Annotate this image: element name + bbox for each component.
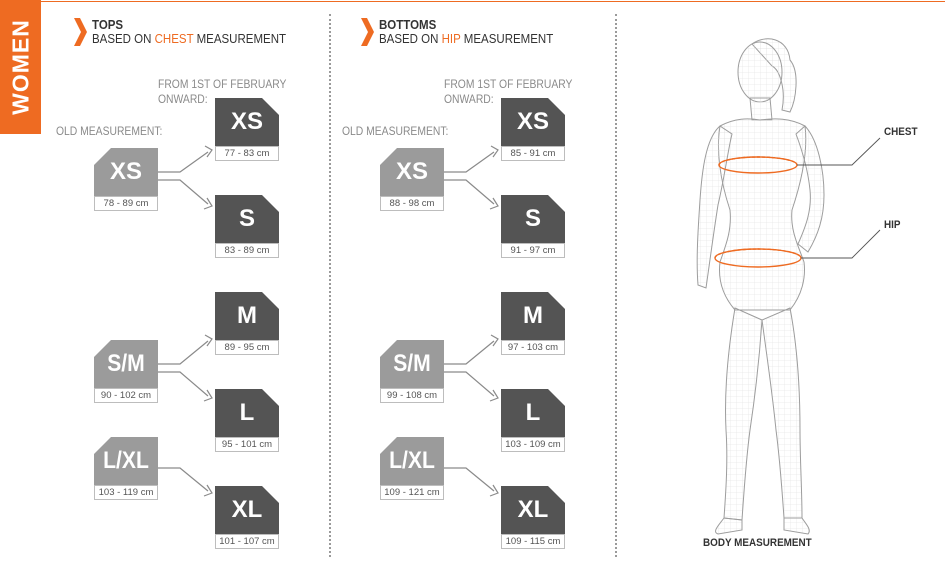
bottoms-title: BOTTOMS: [379, 18, 437, 32]
connector-tops-lxl-to-xl: [158, 467, 209, 492]
size-code: S/M: [107, 350, 145, 377]
size-code: L: [239, 399, 255, 426]
size-range: 109 - 121 cm: [380, 485, 444, 500]
size-code: L/XL: [103, 447, 149, 474]
top-rule: [41, 1, 945, 2]
connector-tops-sm-to-l: [158, 371, 209, 397]
tops-chevron-icon: [74, 18, 87, 46]
arrowhead: [489, 484, 499, 497]
size-code: XS: [230, 108, 263, 135]
tops-new-label-line1: FROM 1ST OF FEBRUARY: [158, 79, 287, 91]
tops-subtitle-suffix: MEASUREMENT: [193, 32, 287, 46]
size-code: XL: [517, 496, 549, 523]
size-range: 97 - 103 cm: [501, 340, 565, 355]
size-box: [215, 389, 279, 437]
bottoms-subtitle-prefix: BASED ON: [379, 32, 442, 46]
arrowhead: [489, 197, 499, 210]
connector-bottoms-sm-to-m: [444, 340, 495, 365]
connector-tops-sm-to-m: [158, 340, 209, 365]
size-range: 77 - 83 cm: [215, 146, 279, 161]
size-code: S: [524, 205, 541, 232]
size-box: [380, 437, 444, 485]
bottoms-chevron-icon: [361, 18, 374, 46]
women-tab-label: WOMEN: [7, 19, 33, 115]
size-box: [501, 292, 565, 340]
tops-new-label-line2: ONWARD:: [158, 94, 208, 106]
chest-label: CHEST: [884, 126, 918, 138]
size-code: L/XL: [389, 447, 435, 474]
arrowhead: [203, 389, 213, 402]
women-tab: WOMEN: [0, 0, 41, 134]
size-code: XL: [231, 496, 263, 523]
size-range: 101 - 107 cm: [215, 534, 279, 549]
size-range: 91 - 97 cm: [501, 243, 565, 258]
size-box: [94, 340, 158, 388]
size-range: 78 - 89 cm: [94, 196, 158, 211]
size-range: 85 - 91 cm: [501, 146, 565, 161]
bottoms-old-label: OLD MEASUREMENT:: [342, 126, 449, 138]
size-code: L: [525, 399, 541, 426]
size-code: XS: [395, 158, 428, 185]
arrowhead: [203, 197, 213, 210]
size-box: [501, 195, 565, 243]
arrowhead: [203, 484, 213, 497]
arrowhead: [204, 145, 213, 158]
connector-bottoms-sm-to-l: [444, 371, 495, 397]
size-range: 103 - 109 cm: [501, 437, 565, 452]
size-code: M: [237, 302, 257, 329]
size-code: XS: [109, 158, 142, 185]
bottoms-new-label-line1: FROM 1ST OF FEBRUARY: [444, 79, 573, 91]
size-range: 83 - 89 cm: [215, 243, 279, 258]
size-range: 95 - 101 cm: [215, 437, 279, 452]
size-range: 90 - 102 cm: [94, 388, 158, 403]
hip-label: HIP: [884, 219, 901, 231]
figure-caption: BODY MEASUREMENT: [703, 537, 812, 549]
size-box: [215, 98, 279, 146]
column-divider-1: [329, 14, 331, 557]
size-range: 88 - 98 cm: [380, 196, 444, 211]
connector-bottoms-lxl-to-xl: [444, 467, 495, 492]
size-range: 103 - 119 cm: [94, 485, 158, 500]
bottoms-subtitle: BASED ON HIP MEASUREMENT: [379, 33, 553, 46]
body-figure-icon: [696, 38, 881, 535]
connector-tops-xs-to-xs: [158, 151, 209, 173]
size-box: [215, 486, 279, 534]
size-box: [94, 148, 158, 196]
connector-bottoms-xs-to-s: [444, 179, 495, 205]
column-divider-2: [615, 14, 617, 557]
bottoms-subtitle-suffix: MEASUREMENT: [460, 32, 554, 46]
size-code: XS: [516, 108, 549, 135]
tops-old-label: OLD MEASUREMENT:: [56, 126, 163, 138]
size-range: 89 - 95 cm: [215, 340, 279, 355]
size-range: 109 - 115 cm: [501, 534, 565, 549]
bottoms-new-label-line2: ONWARD:: [444, 94, 494, 106]
connector-bottoms-xs-to-xs: [444, 151, 495, 173]
size-range: 99 - 108 cm: [380, 388, 444, 403]
size-box: [501, 486, 565, 534]
size-box: [215, 292, 279, 340]
size-box: [215, 195, 279, 243]
size-box: [94, 437, 158, 485]
size-code: S/M: [393, 350, 431, 377]
arrowhead: [490, 145, 499, 158]
size-box: [501, 98, 565, 146]
size-code: M: [523, 302, 543, 329]
tops-subtitle: BASED ON CHEST MEASUREMENT: [92, 33, 286, 46]
tops-measure: CHEST: [154, 32, 194, 46]
size-code: S: [238, 205, 255, 232]
tops-title: TOPS: [92, 18, 124, 32]
size-box: [501, 389, 565, 437]
arrowhead: [489, 389, 499, 402]
tops-subtitle-prefix: BASED ON: [92, 32, 155, 46]
size-box: [380, 148, 444, 196]
size-box: [380, 340, 444, 388]
bottoms-measure: HIP: [441, 32, 461, 46]
connector-tops-xs-to-s: [158, 179, 209, 205]
arrowhead: [490, 334, 499, 347]
arrowhead: [204, 334, 213, 347]
